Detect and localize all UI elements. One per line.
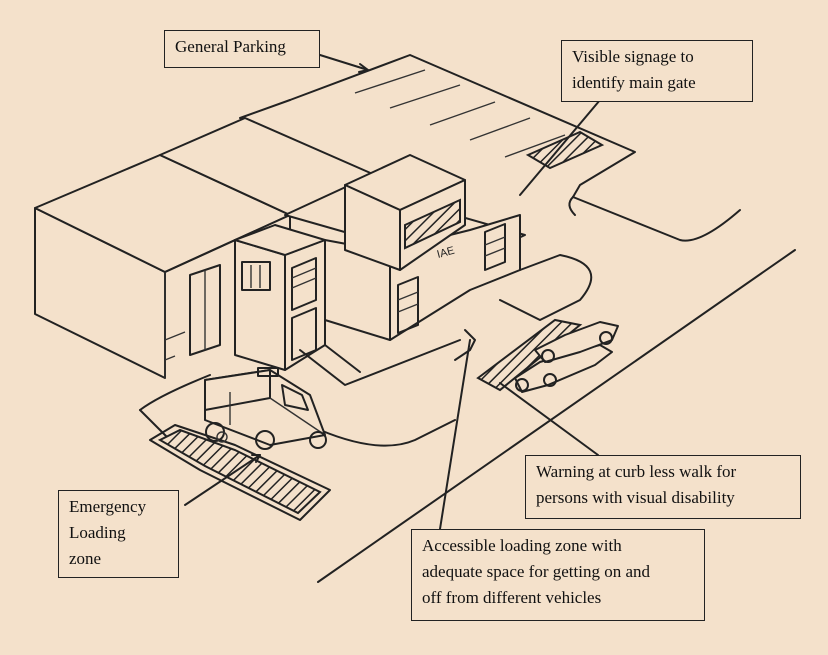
general-parking-lot xyxy=(239,54,741,242)
accessible-parking-space xyxy=(525,130,605,170)
accessible-loading-zone-label: Accessible loading zone with adequate sp… xyxy=(411,529,705,621)
walkway xyxy=(139,254,593,447)
parked-cars xyxy=(514,321,619,393)
street-edge xyxy=(317,249,796,583)
main-gate-signage xyxy=(404,198,461,250)
svg-text:IAE: IAE xyxy=(436,245,456,261)
general-parking-label: General Parking xyxy=(164,30,320,68)
main-building xyxy=(34,117,376,379)
annex-building xyxy=(234,224,326,371)
entrance-building: IAE xyxy=(284,154,526,341)
emergency-loading-zone xyxy=(149,424,331,521)
ambulance-vehicle xyxy=(204,367,327,450)
emergency-loading-zone-label: Emergency Loading zone xyxy=(58,490,179,578)
visible-signage-label: Visible signage to identify main gate xyxy=(561,40,753,102)
curb-warning-label: Warning at curb less walk for persons wi… xyxy=(525,455,801,519)
accessible-loading-zone xyxy=(476,318,583,392)
pointer-lines xyxy=(184,54,601,530)
